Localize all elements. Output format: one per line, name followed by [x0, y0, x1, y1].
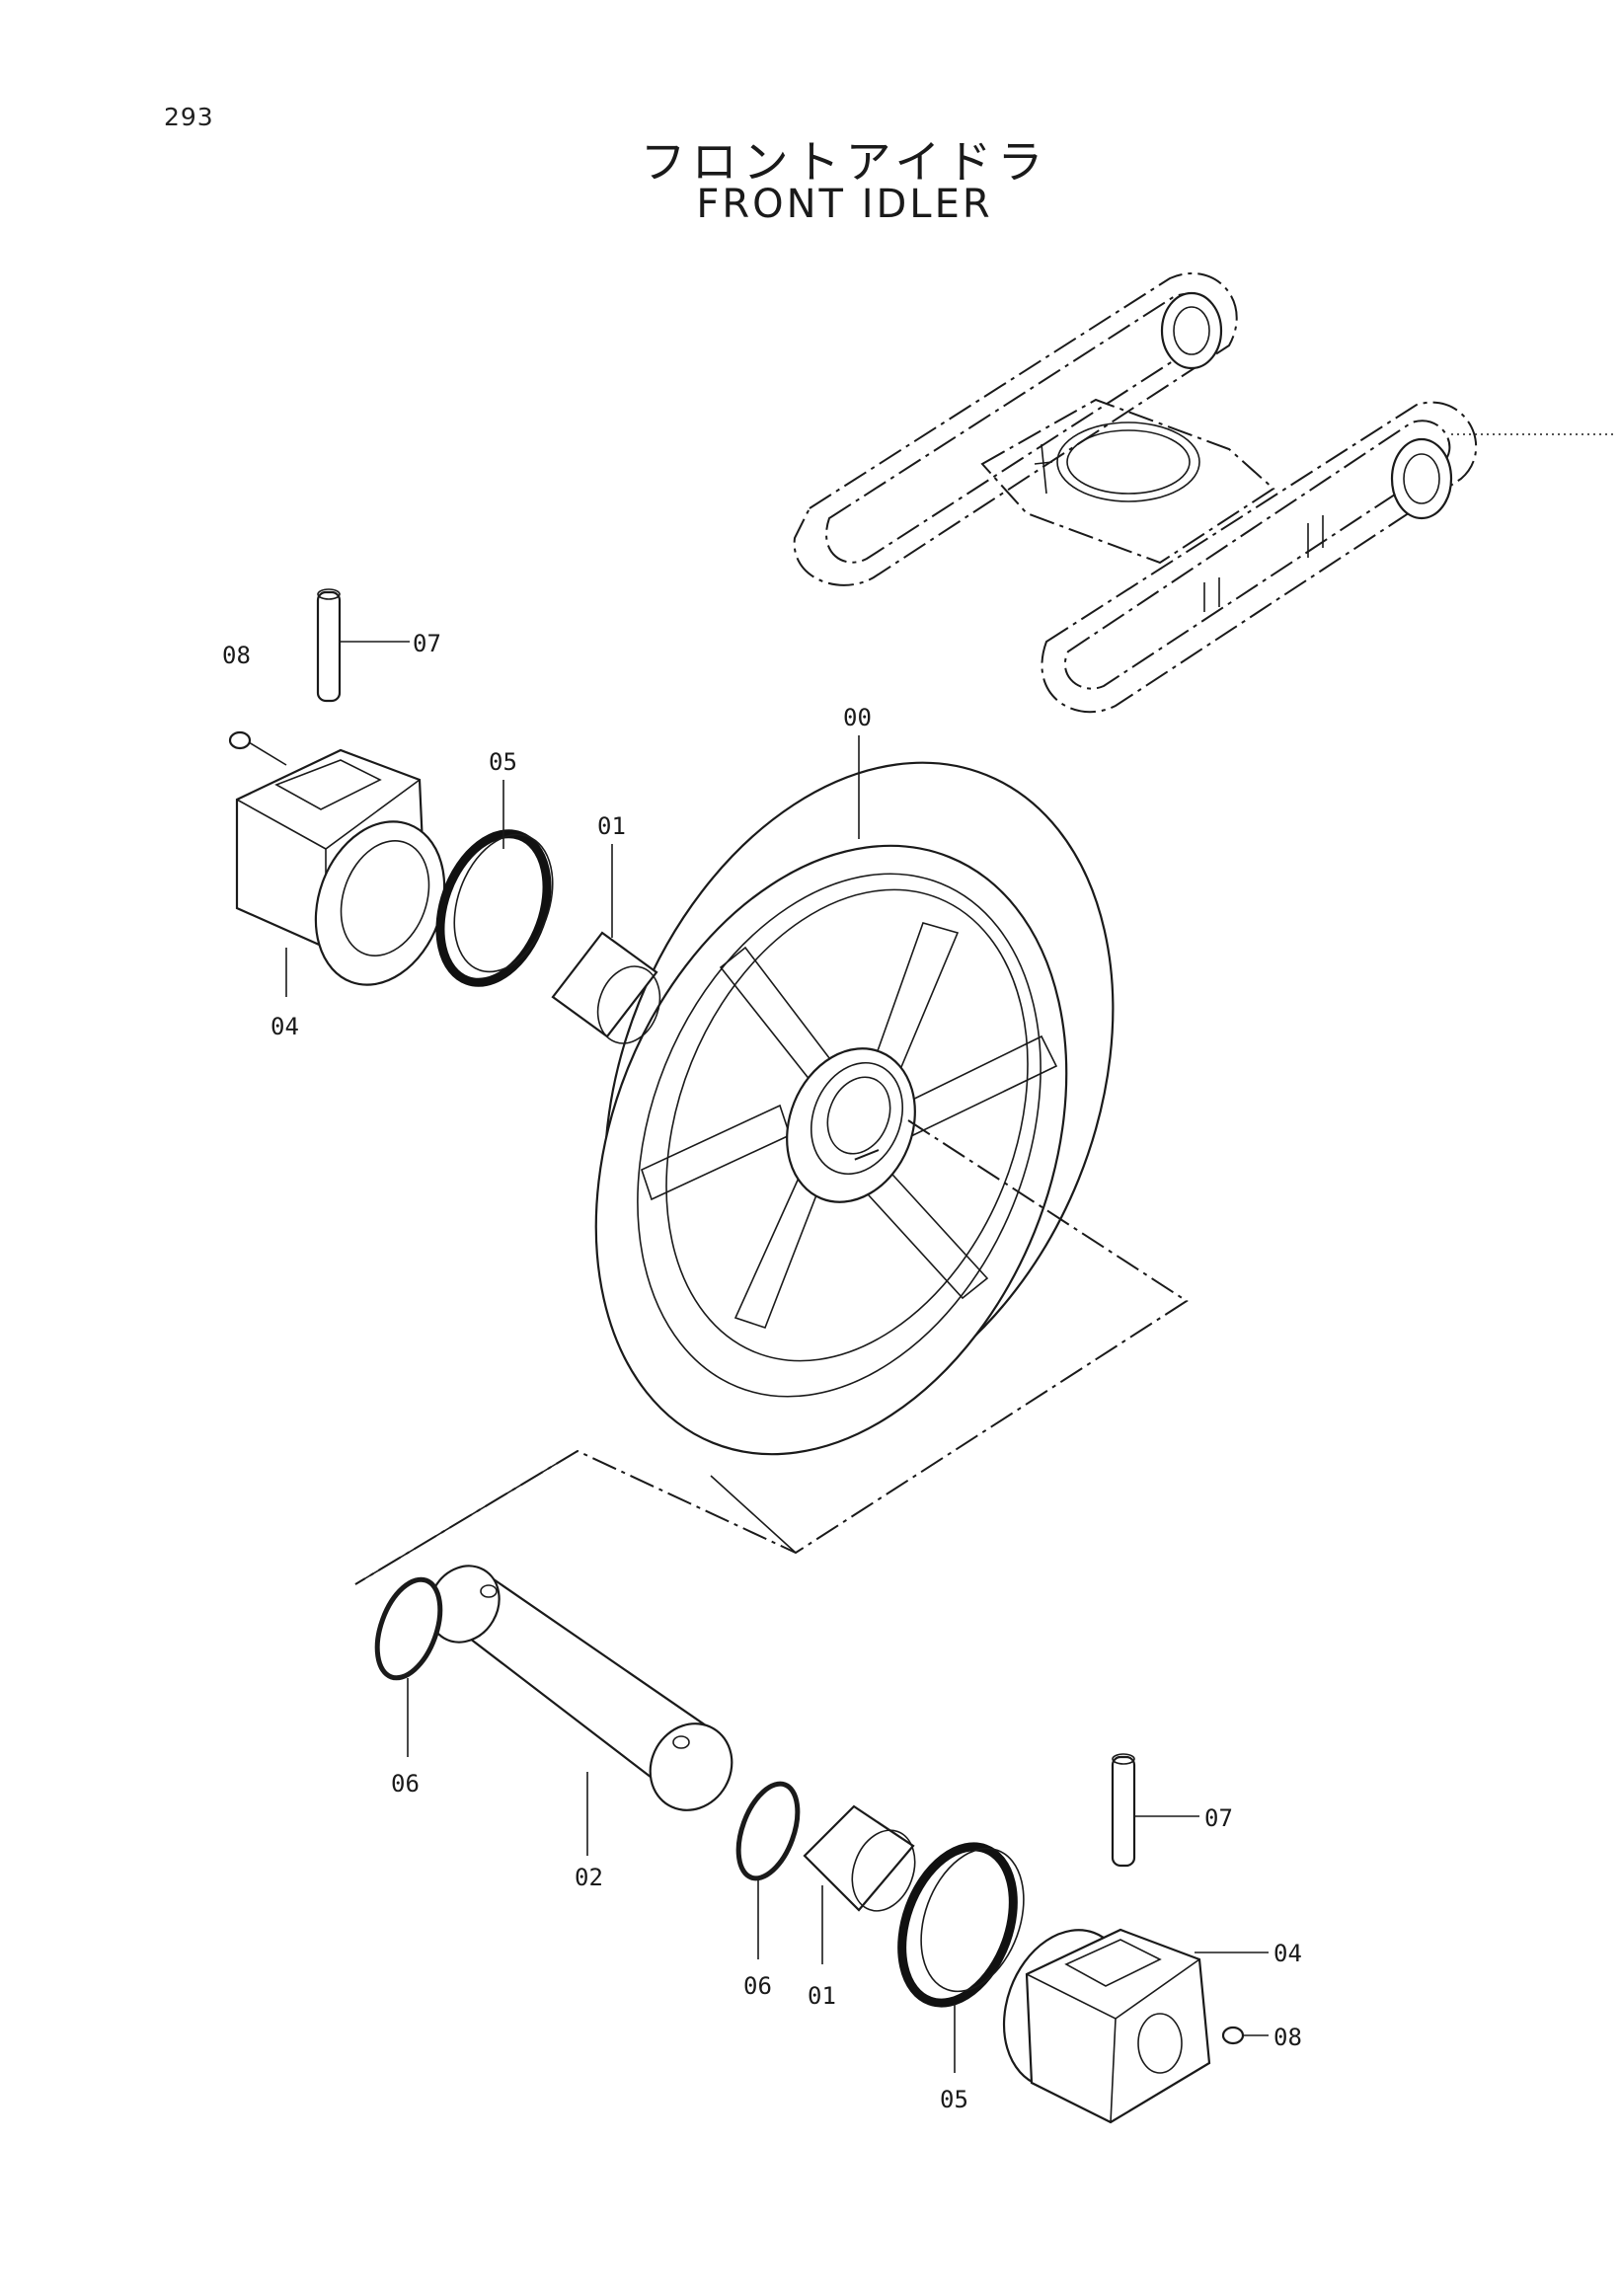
- callout-label-07-bottom: 07: [1204, 1804, 1233, 1832]
- callout-label-00: 00: [843, 704, 872, 731]
- callout-label-06-right: 06: [743, 1972, 772, 2000]
- callout-label-05-bottom: 05: [940, 2086, 968, 2113]
- callout-label-07-top: 07: [413, 630, 441, 657]
- pin-upper: [316, 588, 342, 703]
- callout-label-04-bottom: 04: [1273, 1940, 1302, 1967]
- callout-label-01-top: 01: [597, 812, 626, 840]
- page-title-japanese: フロントアイドラ: [640, 135, 1049, 189]
- bracket-lower: [1002, 1928, 1211, 2124]
- seal-upper: [435, 829, 554, 987]
- leader-lines: [248, 641, 1269, 2073]
- callout-label-05-top: 05: [489, 748, 517, 776]
- callout-label-08-top: 08: [222, 642, 251, 669]
- callout-label-04-top: 04: [270, 1013, 299, 1040]
- assembly-centerline-guide: [354, 1450, 797, 1585]
- plug-upper: [228, 730, 252, 750]
- shaft: [427, 1565, 733, 1811]
- bushing-lower: [803, 1804, 916, 1912]
- page-title-english: FRONT IDLER: [696, 182, 993, 227]
- idler-wheel: [594, 761, 1115, 1456]
- seal-lower: [897, 1842, 1025, 2008]
- callout-label-06-left: 06: [391, 1770, 420, 1798]
- callout-label-01-bottom: 01: [808, 1982, 836, 2010]
- pin-lower: [1111, 1753, 1136, 1868]
- callout-label-08-bottom: 08: [1273, 2024, 1302, 2051]
- bushing-upper: [551, 931, 661, 1044]
- page-number: 293: [164, 103, 214, 131]
- callout-label-02: 02: [575, 1864, 603, 1891]
- plug-lower: [1221, 2026, 1245, 2045]
- bracket-upper: [235, 748, 446, 986]
- undercarriage-overview-illustration: [793, 272, 1614, 714]
- o-ring-right: [735, 1781, 801, 1881]
- o-ring-left: [374, 1576, 443, 1681]
